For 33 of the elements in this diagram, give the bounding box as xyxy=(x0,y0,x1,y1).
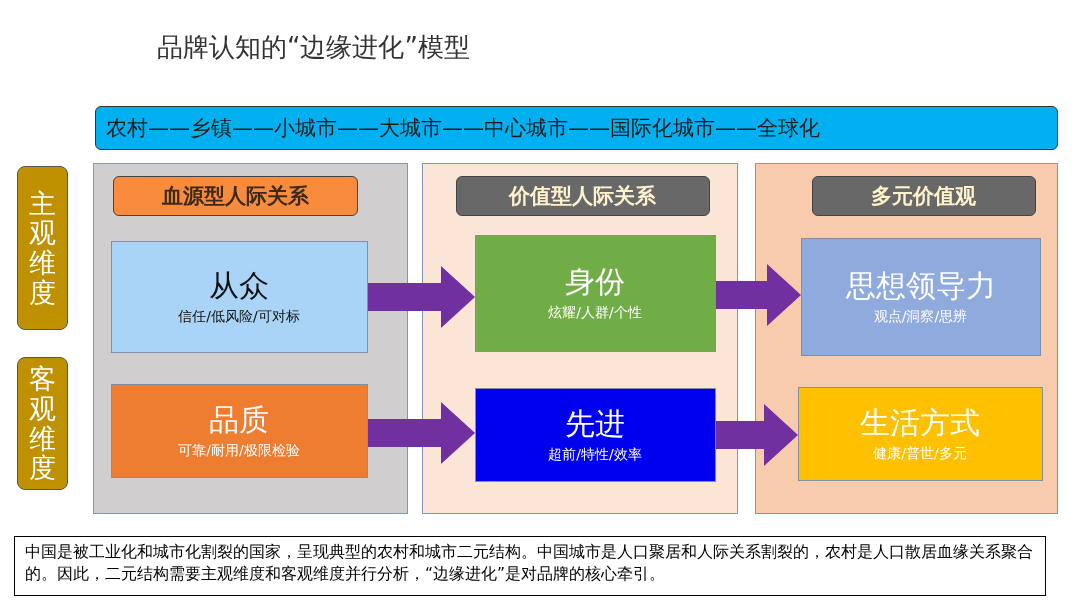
diagram-title: 品牌认知的“边缘进化”模型 xyxy=(157,31,470,64)
concept-box xyxy=(800,237,1041,356)
concept-keywords: 健康/普世/多元 xyxy=(873,444,967,463)
concept-title: 生活方式 xyxy=(860,404,980,441)
concept-keywords: 观点/洞察/思辨 xyxy=(873,307,968,326)
note-box: 中国是被工业化和城市化割裂的国家，呈现典型的农村和城市二元结构。中国城市是人口聚居和人际关系割裂的，农村是人口散居血缘关系聚合的。因此，二元结构需要主观维度和客观维度并行分析，“边缘进化”是对品牌的核心牵引。 xyxy=(14,536,1046,596)
arrow xyxy=(368,266,475,328)
concept-title: 先进 xyxy=(565,405,625,442)
column-panel xyxy=(422,163,738,514)
concept-box xyxy=(474,234,716,352)
concept-box xyxy=(474,387,716,482)
column-heading: 血源型人际关系 xyxy=(112,175,358,216)
arrow xyxy=(716,404,798,466)
concept-keywords: 超前/特性/效率 xyxy=(548,445,642,464)
arrow xyxy=(368,402,475,464)
concept-box xyxy=(797,386,1043,481)
column-heading: 多元价值观 xyxy=(811,175,1036,216)
concept-title: 身份 xyxy=(565,264,625,300)
concept-keywords: 炫耀/人群/个性 xyxy=(548,304,642,322)
concept-box xyxy=(110,240,368,353)
column-panel xyxy=(755,163,1058,514)
timeline-banner: 农村——乡镇——小城市——大城市——中心城市——国际化城市——全球化 xyxy=(95,106,1058,150)
concept-box xyxy=(110,383,368,478)
arrow xyxy=(716,264,801,326)
dimension-label: 客观维度 xyxy=(17,357,68,490)
concept-title: 思想领导力 xyxy=(845,267,996,304)
concept-title: 品质 xyxy=(209,401,269,438)
column-panel xyxy=(93,163,408,514)
concept-keywords: 信任/低风险/可对标 xyxy=(178,307,300,326)
column-heading: 价值型人际关系 xyxy=(455,175,710,216)
dimension-label: 主观维度 xyxy=(17,166,68,330)
concept-keywords: 可靠/耐用/极限检验 xyxy=(178,441,300,460)
concept-title: 从众 xyxy=(209,267,269,304)
